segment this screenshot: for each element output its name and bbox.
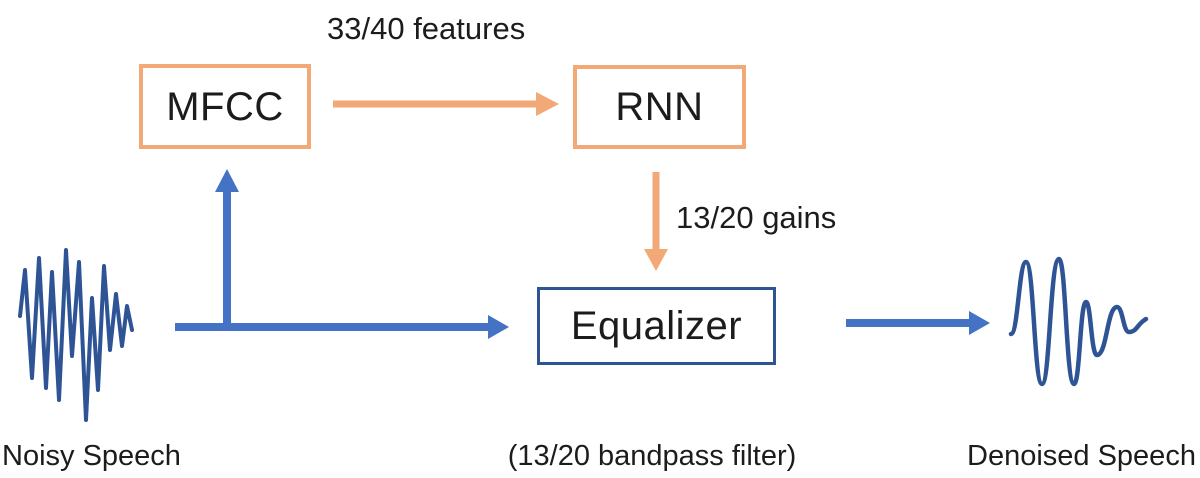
denoised-waveform-path <box>1008 256 1149 387</box>
equalizer-node-label: Equalizer <box>570 304 743 348</box>
noisy-speech-caption: Noisy Speech <box>2 440 181 472</box>
rnn-to-equalizer-arrow <box>644 172 668 271</box>
denoised-speech-caption: Denoised Speech <box>967 440 1196 472</box>
features-edge-label: 33/40 features <box>327 11 526 46</box>
mfcc-to-rnn-arrow <box>333 92 559 116</box>
branch-arrow-head <box>215 169 239 192</box>
mfcc-node: MFCC <box>139 64 311 149</box>
mfcc-node-label: MFCC <box>166 84 284 129</box>
input-to-mfcc-branch-arrow <box>215 169 239 331</box>
input-arrow-head <box>488 315 509 339</box>
equalizer-to-output-arrow <box>846 311 990 335</box>
denoised-waveform-icon <box>1008 256 1149 387</box>
gains-edge-label: 13/20 gains <box>676 200 837 235</box>
noisy-waveform-icon <box>18 248 134 422</box>
rnn-node-label: RNN <box>615 85 704 129</box>
bandpass-filter-caption: (13/20 bandpass filter) <box>507 440 797 472</box>
mfcc-rnn-arrow-head <box>536 92 559 116</box>
output-arrow-head <box>969 311 990 335</box>
rnn-node: RNN <box>573 65 746 149</box>
noisy-waveform-path <box>18 248 134 422</box>
equalizer-node: Equalizer <box>537 287 776 365</box>
rnn-equalizer-arrow-head <box>644 249 668 271</box>
